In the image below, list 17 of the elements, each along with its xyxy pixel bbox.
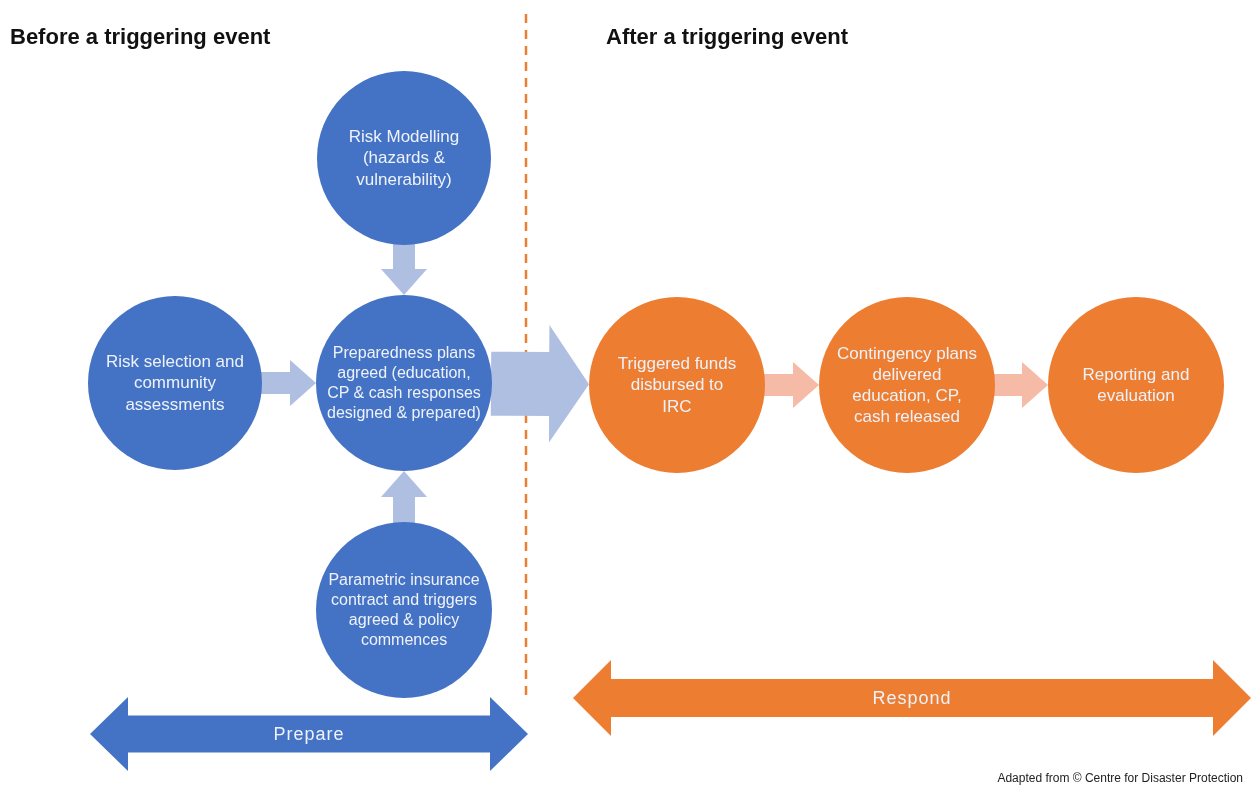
block-arrow [381, 471, 427, 523]
step-label: Triggered funds disbursed to IRC [617, 353, 737, 417]
block-arrow [261, 360, 316, 406]
phase-label: Prepare [273, 723, 345, 745]
block-arrow [994, 362, 1048, 408]
section-heading: After a triggering event [606, 24, 849, 50]
step-label: Preparedness plans agreed (education, CP & cash responses designed & prepared) [326, 343, 482, 423]
step-label: Risk selection and community assessments [106, 351, 244, 415]
phase-label: Respond [872, 687, 952, 709]
step-label: Contingency plans delivered education, CP, cash released [836, 342, 978, 428]
block-arrow [381, 244, 427, 295]
block-arrow [764, 362, 819, 408]
step-label: Risk Modelling (hazards & vulnerability) [347, 126, 461, 190]
step-label: Reporting and evaluation [1081, 363, 1191, 407]
source-caption: Adapted from © Centre for Disaster Protection [997, 771, 1243, 785]
section-heading: Before a triggering event [10, 24, 271, 50]
step-label: Parametric insurance contract and triggers agreed & policy commences [328, 570, 480, 650]
